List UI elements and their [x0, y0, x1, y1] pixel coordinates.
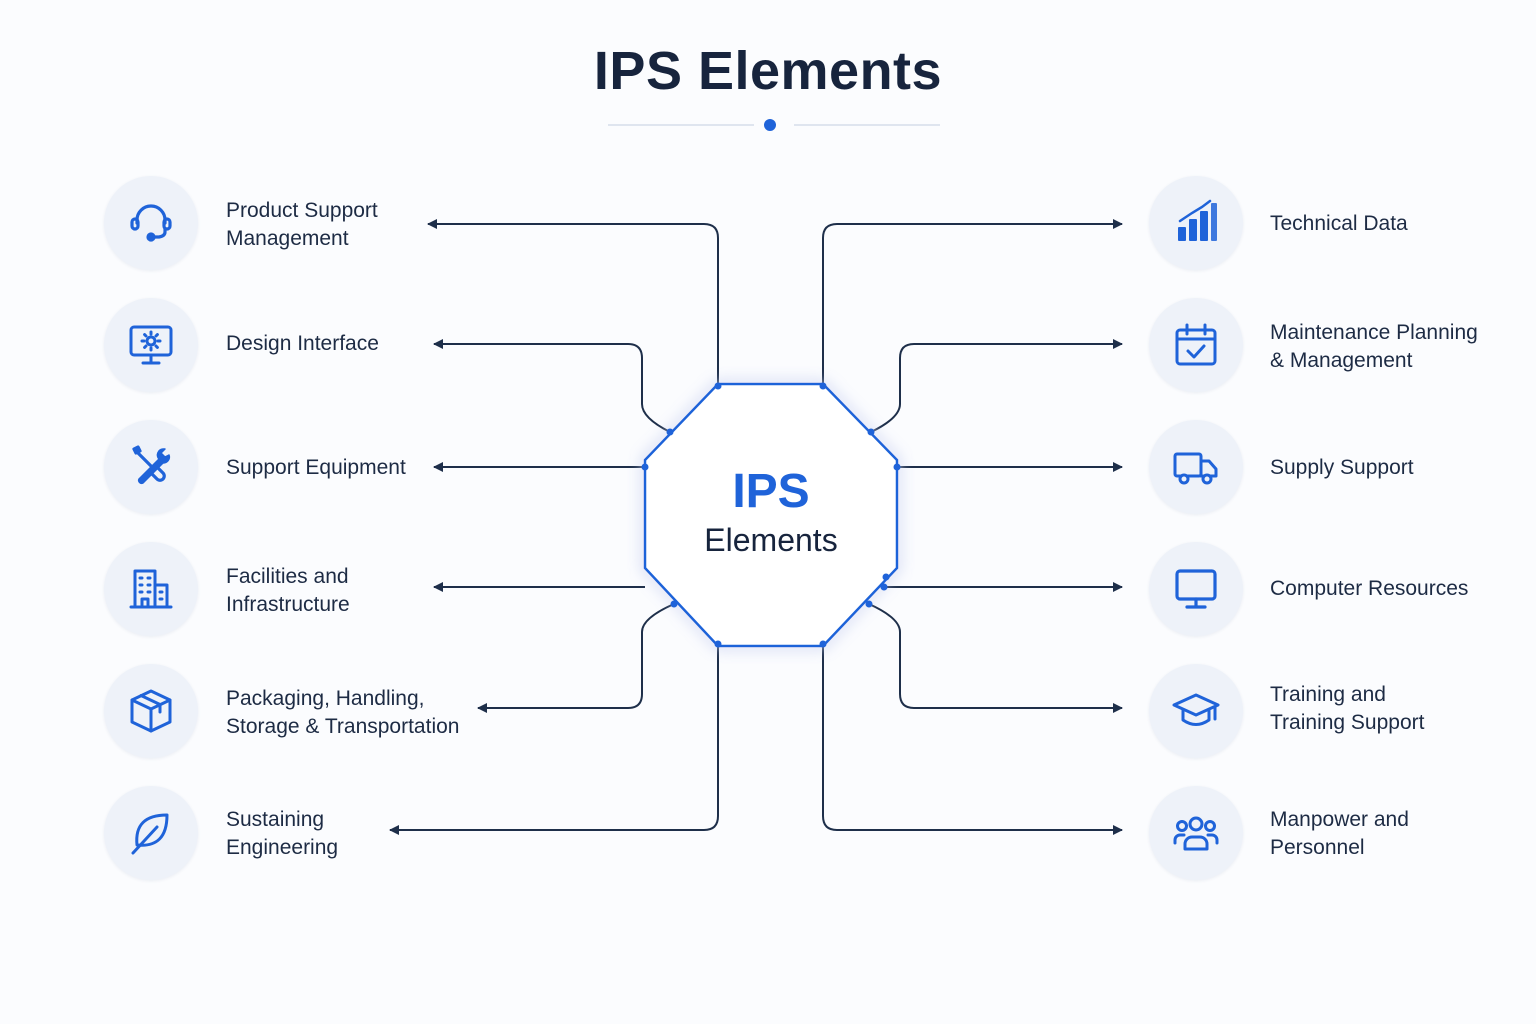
label-packaging: Packaging, Handling,Storage & Transporta…: [226, 687, 460, 738]
connector-manpower: [822, 644, 1123, 835]
monitor-gear-icon: [104, 298, 198, 392]
tools-icon: [104, 420, 198, 514]
calendar-check-icon: [1149, 298, 1243, 392]
hub-title: IPS: [732, 465, 810, 518]
hub-subtitle: Elements: [704, 522, 838, 558]
title-divider: [608, 116, 940, 134]
hub: IPS Elements: [645, 384, 897, 646]
connector-packaging: [477, 603, 675, 713]
label-maintenance: Maintenance Planning& Management: [1270, 321, 1478, 372]
label-design-interface: Design Interface: [226, 332, 379, 355]
label-computer-resources: Computer Resources: [1270, 577, 1469, 600]
connector-training: [868, 603, 1123, 713]
bar-chart-icon: [1149, 176, 1243, 270]
connector-design-interface: [433, 339, 671, 433]
page-title: IPS Elements: [593, 41, 943, 101]
connector-sustaining: [389, 644, 719, 835]
box-icon: [104, 664, 198, 758]
connector-technical-data: [822, 219, 1123, 386]
headset-icon: [104, 176, 198, 270]
leaf-icon: [104, 786, 198, 880]
graduation-cap-icon: [1149, 664, 1243, 758]
truck-icon: [1149, 420, 1243, 514]
connector-product-support: [427, 219, 719, 386]
label-supply-support: Supply Support: [1270, 456, 1414, 479]
building-icon: [104, 542, 198, 636]
label-support-equipment: Support Equipment: [226, 456, 406, 479]
divider-dot: [764, 119, 776, 131]
people-icon: [1149, 786, 1243, 880]
connector-maintenance: [870, 339, 1123, 433]
monitor-icon: [1149, 542, 1243, 636]
label-technical-data: Technical Data: [1270, 212, 1408, 235]
